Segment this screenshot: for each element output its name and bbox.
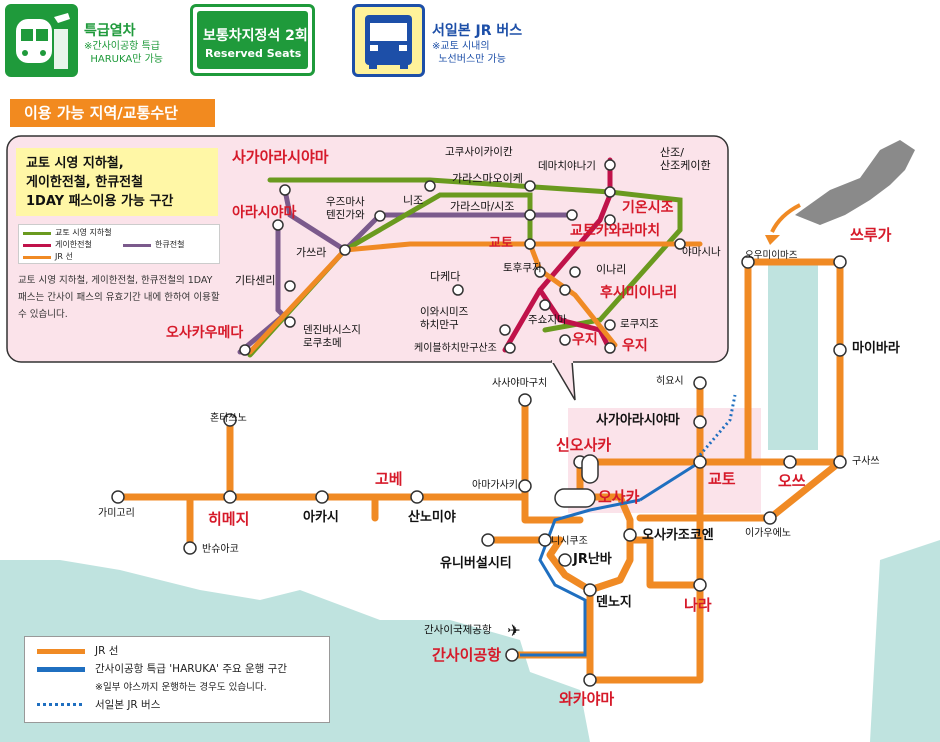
- station-label-kyoto: 교토: [708, 470, 736, 488]
- station-label-iwashimizu: 이와시미즈 하치만구: [420, 306, 469, 331]
- station-label-kitasenri: 기타센리: [235, 274, 276, 287]
- express-train-badge: [5, 4, 78, 77]
- station-label-sasayamaguchi: 사사야마구치: [492, 378, 548, 389]
- station-label-sagaarashiyama: 사가아라시야마: [596, 413, 680, 428]
- station-label-omi-imazu: 오우미이마즈: [745, 250, 798, 261]
- subway-box-title: 교토 시영 지하철, 게이한전철, 한큐전철 1DAY 패스이용 가능 구간: [16, 148, 218, 216]
- reserved-seats-title: 보통차지정석 2회: [203, 28, 308, 44]
- station-label-kokusaikaikan: 고쿠사이카이칸: [445, 146, 513, 158]
- lake-biwa: [768, 265, 818, 450]
- station-label-osaka: 오사카: [598, 488, 640, 506]
- station-label-shin-osaka: 신오사카: [556, 436, 612, 454]
- bus-title: 서일본 JR 버스: [432, 23, 523, 39]
- legend-haruka: 간사이공항 특급 'HARUKA' 주요 운행 구간: [95, 663, 287, 675]
- station-label-tsuruga: 쓰루가: [850, 226, 892, 244]
- station-label-ikaruga: 이가우에노: [745, 528, 791, 539]
- station-label-karasuma-shijo: 가라스마/시조: [450, 200, 515, 213]
- reserved-seats-badge: 보통차지정석 2회 Reserved Seats: [190, 4, 315, 76]
- station-label-chushojima: 주쇼지마: [528, 314, 567, 326]
- station-label-hieizan: 히요시: [656, 376, 684, 387]
- main-legend: JR 선 간사이공항 특급 'HARUKA' 주요 운행 구간 ※일부 야스까지…: [24, 636, 330, 723]
- japan-inset: [795, 140, 915, 225]
- legend-haruka-note: ※일부 야스까지 운행하는 경우도 있습니다.: [95, 682, 267, 693]
- station-label-sagaarashiyama: 사가아라시야마: [232, 148, 329, 166]
- station-label-maibara: 마이바라: [852, 341, 900, 356]
- station-label-otsu: 오쓰: [778, 472, 806, 490]
- station-label-fushimiinari: 후시미이나리: [600, 285, 678, 301]
- express-train-note: ※간사이공항 특급 HARUKA만 가능: [84, 41, 163, 65]
- station-label-katsura: 가쓰라: [296, 246, 327, 259]
- legend-bus: 서일본 JR 버스: [95, 699, 161, 711]
- station-label-akashi: 아카시: [303, 510, 339, 525]
- legend-jr: JR 선: [95, 645, 119, 657]
- station-label-takeda: 다케다: [430, 270, 461, 283]
- station-label-tennoji: 덴노지: [596, 595, 632, 610]
- airplane-icon: ✈: [507, 621, 520, 640]
- station-label-sanjo: 산조/ 산조케이한: [660, 146, 711, 173]
- station-label-tenjinbashi: 덴진바시스지 로쿠초메: [303, 324, 361, 349]
- reserved-seats-subtitle: Reserved Seats: [205, 47, 302, 60]
- station-label-usj: 유니버설시티: [440, 556, 512, 571]
- bus-icon: [365, 15, 412, 69]
- station-label-uji-jr: 우지: [622, 338, 648, 354]
- bus-badge: [352, 4, 425, 77]
- station-label-uzumasa: 우즈마사 텐진가와: [326, 196, 365, 221]
- station-label-sannomiya: 산노미야: [408, 510, 456, 525]
- station-label-demachiyanagi: 데마치야나기: [538, 160, 596, 172]
- station-label-karasuma-oike: 가라스마오이케: [452, 172, 523, 185]
- station-label-arashiyama: 아라시야마: [232, 205, 297, 221]
- legend-hankyu: 한큐전철: [155, 240, 185, 249]
- station-label-tofukuji: 토후쿠지: [503, 262, 542, 274]
- station-label-nara: 나라: [684, 596, 712, 614]
- station-label-kotokawaramachi: 교토카와라마치: [570, 223, 661, 239]
- route-map: ✈: [0, 88, 940, 742]
- legend-keihan: 게이한전철: [55, 240, 92, 249]
- station-label-kanku-label: 간사이국제공항: [424, 624, 492, 636]
- station-label-gion-shijo: 기온시조: [622, 200, 674, 216]
- station-label-osaka-umeda: 오사카우메다: [166, 325, 244, 341]
- station-label-kusatsu: 구사쓰: [852, 456, 880, 467]
- express-train-title: 특급열차: [84, 23, 136, 39]
- express-train-icon: [16, 13, 70, 69]
- region-header: 이용 가능 지역/교통수단: [10, 99, 215, 127]
- station-label-jr-namba: JR난바: [573, 552, 612, 567]
- station-label-kanku: 간사이공항: [432, 646, 502, 664]
- subway-legend: 교토 시영 지하철 게이한전철 한큐전철 JR 선: [18, 224, 220, 264]
- station-label-kamigori: 가미고리: [98, 508, 135, 519]
- station-label-osakajo: 오사카조코엔: [642, 528, 714, 543]
- station-label-kobe: 고베: [375, 470, 403, 488]
- station-label-wakayama: 와카야마: [559, 690, 615, 708]
- station-label-hozu: 혼타쓰노: [210, 413, 247, 424]
- station-label-yamashina: 야마시나: [682, 246, 721, 258]
- station-label-banshuako: 반슈아코: [202, 544, 239, 555]
- station-label-nijo: 니조: [403, 194, 424, 207]
- bus-note: ※교토 시내의 노선버스만 가능: [432, 41, 506, 65]
- station-label-cable: 케이블하치만구산조: [414, 343, 497, 354]
- station-label-uji-keihan: 우지: [572, 332, 598, 348]
- station-label-kyoto: 교토: [489, 236, 513, 251]
- station-label-rokujizo: 로쿠지조: [620, 318, 659, 330]
- legend-kyoto-subway: 교토 시영 지하철: [55, 228, 112, 237]
- subway-note: 교토 시영 지하철, 게이한전철, 한큐전철의 1DAY 패스는 간사이 패스의…: [18, 275, 220, 320]
- legend-jr-inset: JR 선: [55, 252, 73, 261]
- station-label-amagasaki: 아마가사키: [472, 480, 518, 491]
- station-label-nishikujo: 니시쿠조: [551, 536, 588, 547]
- station-label-inari: 이나리: [596, 263, 627, 276]
- station-label-himeji: 히메지: [208, 510, 250, 528]
